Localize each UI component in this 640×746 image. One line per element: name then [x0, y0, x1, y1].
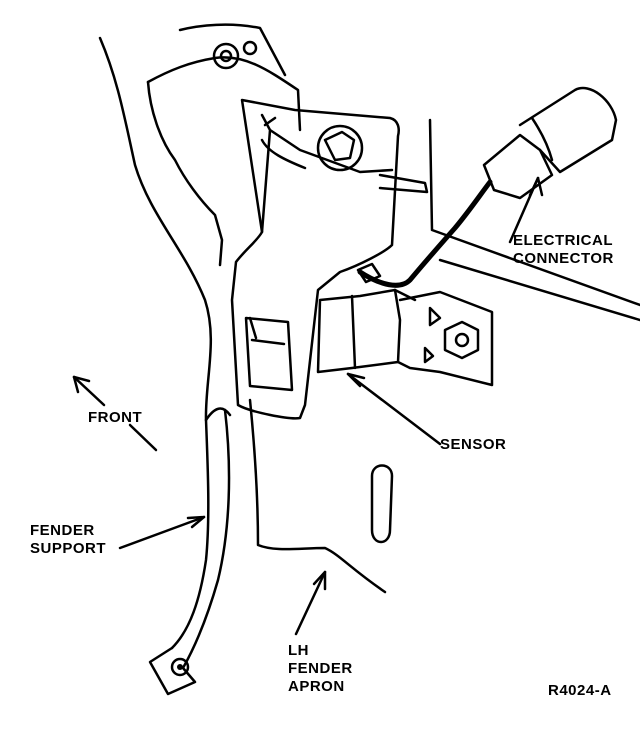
electrical-connector: [482, 133, 554, 200]
bracket-fold: [260, 113, 394, 234]
sensor-label: SENSOR: [440, 436, 507, 453]
front-arrow-up: [72, 375, 106, 407]
front-arrow-down: [128, 423, 158, 452]
apron-edge: [248, 398, 387, 594]
apron-slot: [370, 464, 394, 544]
upper-bolt: [212, 42, 240, 70]
sensor-mount-bolt: [443, 320, 480, 360]
body-line-right: [428, 118, 640, 307]
electrical-connector-label: ELECTRICAL CONNECTOR: [513, 232, 614, 267]
body-line-right-2: [438, 258, 640, 322]
sensor-wire: [357, 179, 493, 288]
sensor-bracket: [230, 98, 400, 420]
sensor-leader: [346, 372, 442, 446]
upper-panel-left: [146, 80, 224, 267]
fender-support-outline: [98, 36, 213, 650]
front-label: FRONT: [88, 409, 143, 426]
wire-clip: [356, 262, 382, 284]
fender-support-label: FENDER SUPPORT: [30, 522, 107, 557]
fender-support-bolt: [170, 657, 190, 677]
sensor-body: [316, 288, 402, 374]
bracket-square-hole: [244, 316, 294, 392]
fender-support-leader: [118, 515, 206, 550]
fender-support-inner-edge: [181, 408, 231, 670]
sensor-mount-plate: [396, 290, 494, 387]
bracket-clip: [378, 173, 429, 194]
bracket-tab: [260, 116, 307, 170]
electrical-connector-body: [518, 87, 618, 174]
fender-support-foot: [148, 646, 197, 696]
fender-support-bracket-left: [204, 407, 232, 422]
upper-panel-top: [178, 23, 287, 77]
lh-fender-apron-label: LH FENDER APRON: [288, 642, 353, 695]
figure-code: R4024-A: [548, 682, 612, 699]
lh-fender-apron-leader: [294, 570, 327, 636]
bracket-bolt: [316, 124, 364, 172]
